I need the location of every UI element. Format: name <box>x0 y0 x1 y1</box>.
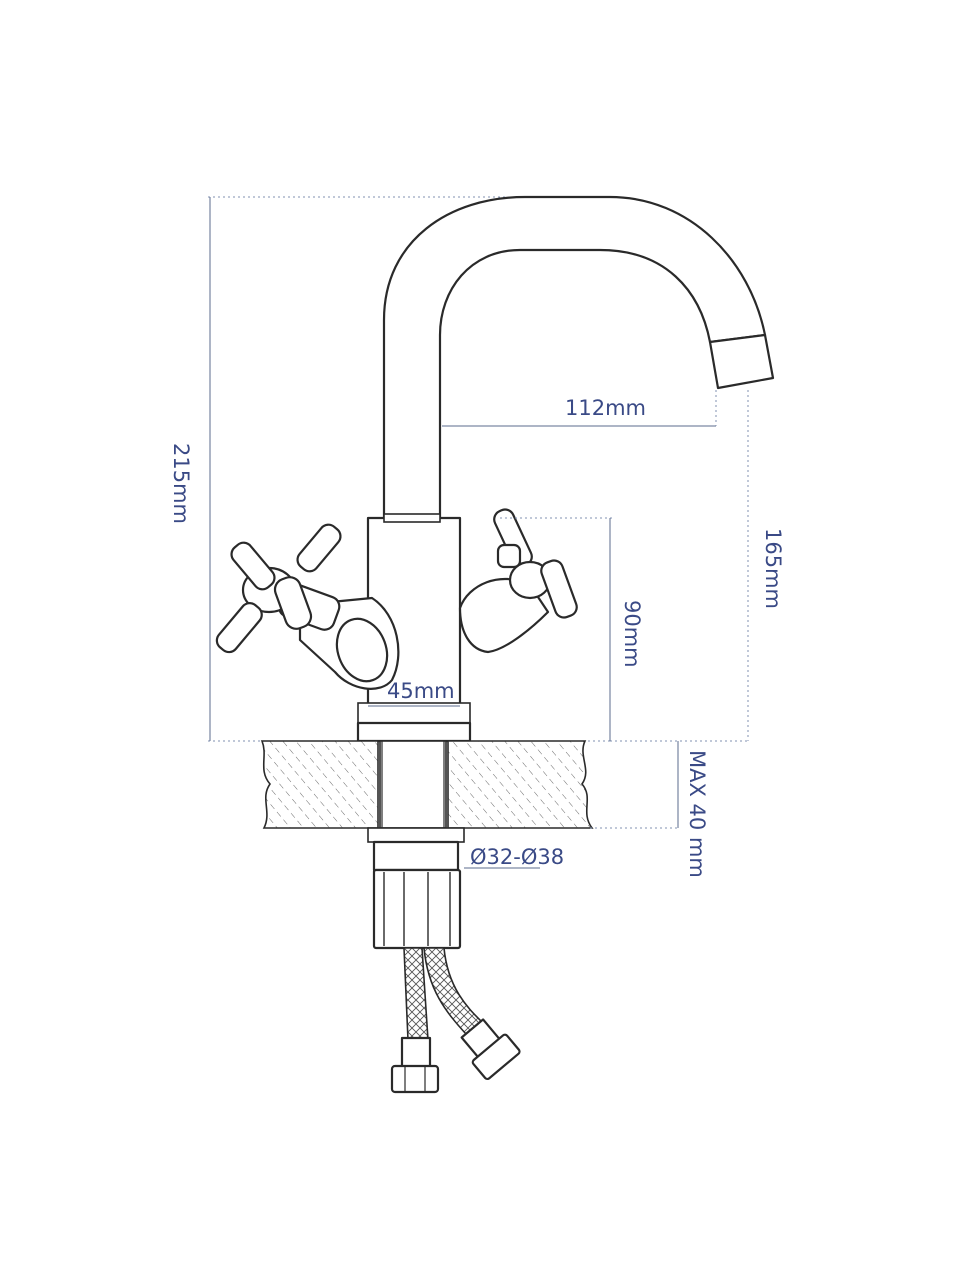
dimension-spout-reach: 112mm <box>442 390 717 427</box>
mounting-assembly <box>367 827 465 950</box>
body-diameter-label: 45mm <box>387 679 455 703</box>
counter-thickness-label: MAX 40 mm <box>685 750 709 878</box>
total-height-label: 215mm <box>169 443 193 524</box>
right-handle <box>458 508 578 654</box>
spout-height-label: 165mm <box>761 528 785 609</box>
spout <box>382 195 775 520</box>
dimension-hole-diameter: Ø32-Ø38 <box>464 845 564 869</box>
spout-reach-label: 112mm <box>565 396 646 420</box>
dimension-spout-height: 165mm <box>610 390 785 742</box>
countertop <box>260 740 594 829</box>
dimension-body-height: 90mm <box>500 517 644 741</box>
body-height-label: 90mm <box>620 600 644 668</box>
dimension-body-diameter: 45mm <box>368 679 460 707</box>
supply-hoses <box>390 947 521 1094</box>
dimension-counter-thickness: MAX 40 mm <box>590 741 709 878</box>
left-handle <box>215 523 400 690</box>
hole-diameter-label: Ø32-Ø38 <box>470 845 564 869</box>
